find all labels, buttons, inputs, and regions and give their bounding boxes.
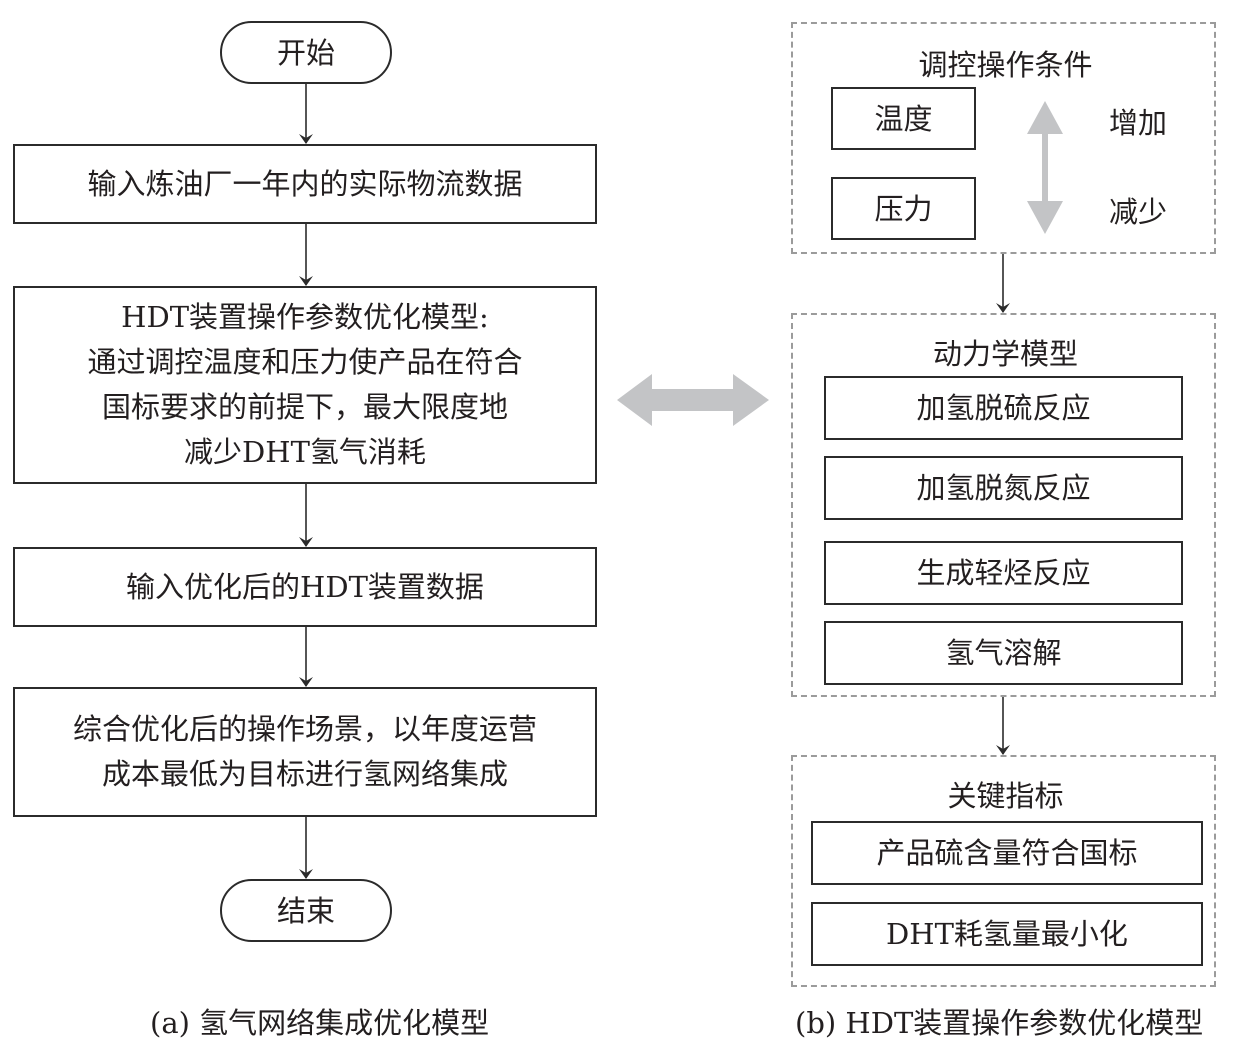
- group-operating-conditions: 调控操作条件 温度 压力 增加 减少: [791, 22, 1216, 254]
- start-terminal: 开始: [220, 21, 392, 84]
- end-terminal: 结束: [220, 879, 392, 942]
- reaction-label: 氢气溶解: [945, 636, 1062, 670]
- group-key-indicators: 关键指标 产品硫含量符合国标 DHT耗氢量最小化: [791, 755, 1216, 987]
- indicator-sulfur-compliance: 产品硫含量符合国标: [811, 821, 1203, 885]
- reaction-hydrodesulfurization: 加氢脱硫反应: [824, 376, 1183, 440]
- step-hdt-optimization-model: HDT装置操作参数优化模型: 通过调控温度和压力使产品在符合 国标要求的前提下，…: [13, 286, 597, 484]
- decrease-label: 减少: [1109, 195, 1168, 229]
- reaction-light-hydrocarbon: 生成轻烃反应: [824, 541, 1183, 605]
- caption-a: (a) 氢气网络集成优化模型: [150, 1006, 490, 1040]
- hydrogen-dissolution: 氢气溶解: [824, 621, 1183, 685]
- caption-b: (b) HDT装置操作参数优化模型: [795, 1006, 1204, 1040]
- reaction-label: 加氢脱氮反应: [916, 471, 1091, 505]
- condition-temperature: 温度: [831, 87, 976, 150]
- group-title: 动力学模型: [932, 337, 1078, 371]
- indicator-min-hydrogen: DHT耗氢量最小化: [811, 902, 1203, 966]
- step-label: 输入优化后的HDT装置数据: [126, 570, 484, 604]
- reaction-label: 生成轻烃反应: [916, 556, 1091, 590]
- end-label: 结束: [276, 893, 335, 928]
- indicator-label: 产品硫含量符合国标: [876, 836, 1138, 870]
- step-label: 输入炼油厂一年内的实际物流数据: [87, 167, 523, 201]
- step-label: 综合优化后的操作场景，以年度运营 成本最低为目标进行氢网络集成: [72, 712, 537, 791]
- reaction-label: 加氢脱硫反应: [916, 391, 1091, 425]
- step-input-logistics: 输入炼油厂一年内的实际物流数据: [13, 144, 597, 224]
- start-label: 开始: [276, 35, 335, 70]
- condition-label: 温度: [874, 101, 933, 136]
- group-title: 调控操作条件: [918, 48, 1093, 82]
- reaction-hydrodenitrogenation: 加氢脱氮反应: [824, 456, 1183, 520]
- group-title: 关键指标: [947, 779, 1064, 813]
- group-kinetic-model: 动力学模型 加氢脱硫反应 加氢脱氮反应 生成轻烃反应 氢气溶解: [791, 313, 1216, 697]
- condition-label: 压力: [874, 191, 933, 226]
- double-arrow-horizontal-icon: [617, 374, 769, 426]
- step-label: HDT装置操作参数优化模型: 通过调控温度和压力使产品在符合 国标要求的前提下，…: [87, 300, 523, 469]
- condition-pressure: 压力: [831, 177, 976, 240]
- step-hydrogen-network-integration: 综合优化后的操作场景，以年度运营 成本最低为目标进行氢网络集成: [13, 687, 597, 817]
- indicator-label: DHT耗氢量最小化: [886, 917, 1128, 951]
- step-input-optimized-hdt: 输入优化后的HDT装置数据: [13, 547, 597, 627]
- increase-label: 增加: [1109, 106, 1168, 140]
